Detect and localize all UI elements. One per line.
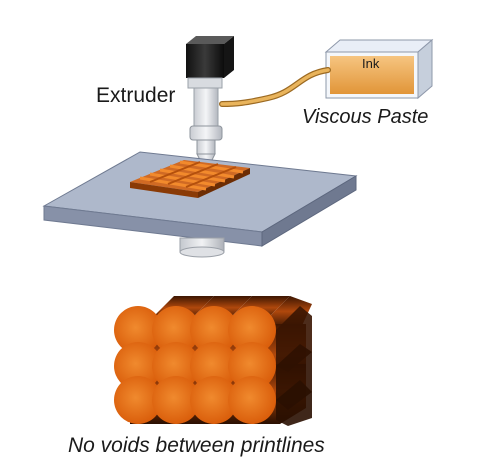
viscous-paste-label: Viscous Paste	[302, 106, 429, 128]
printline-ends	[114, 306, 276, 424]
ink-paste-fill	[330, 56, 414, 94]
plate-pedestal	[179, 237, 225, 258]
syringe-barrel	[193, 87, 219, 127]
build-plate	[42, 151, 358, 247]
extruder-label: Extruder	[96, 84, 176, 107]
extruder	[186, 36, 234, 174]
printed-lattice	[130, 160, 250, 198]
printline-stack	[114, 296, 312, 426]
ink-cartridge	[324, 38, 434, 100]
ink-label: Ink	[362, 56, 380, 71]
stepper-motor	[186, 44, 224, 78]
caption: No voids between printlines	[68, 434, 325, 457]
